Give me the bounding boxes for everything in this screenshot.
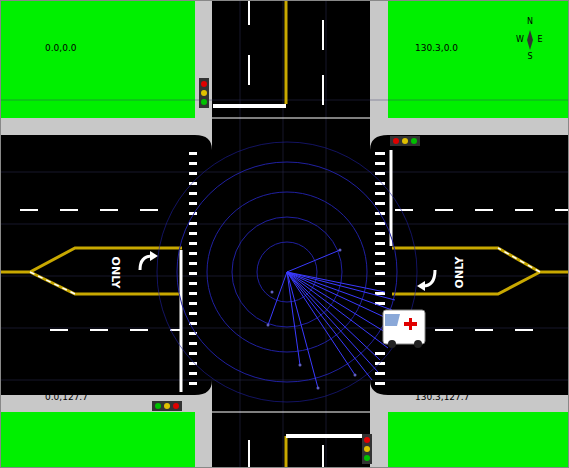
compass-letter: N bbox=[527, 18, 533, 26]
corner-coordinate: 130.3,0.0 bbox=[415, 44, 458, 53]
corner-coordinate: 0.0,0.0 bbox=[45, 44, 77, 53]
compass-letter: W bbox=[516, 36, 524, 44]
corner-coordinate: 130.3,127.7 bbox=[415, 393, 469, 402]
compass-letter: E bbox=[537, 36, 542, 44]
corner-coordinate: 0.0,127.7 bbox=[45, 393, 88, 402]
lane-marking: ONLY bbox=[454, 256, 465, 288]
compass-letter: S bbox=[527, 53, 532, 61]
lane-marking: ONLY bbox=[110, 256, 121, 288]
